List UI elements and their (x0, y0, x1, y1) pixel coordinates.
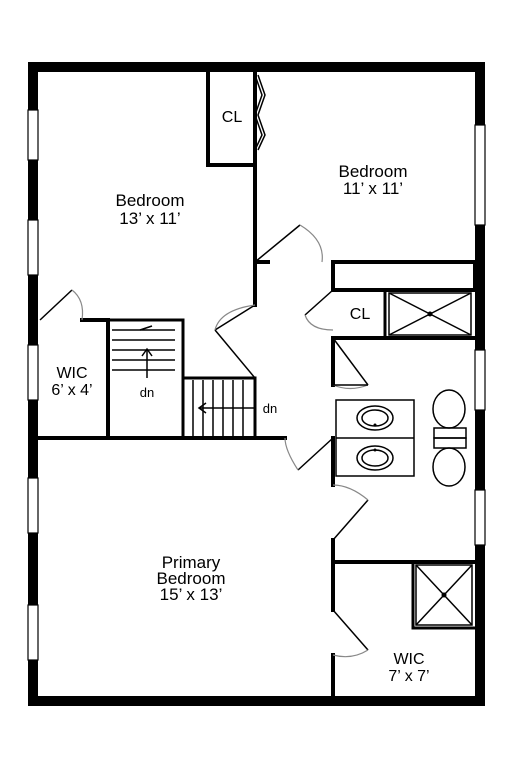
stair-down-label: dn (140, 385, 154, 400)
vanity (335, 399, 415, 477)
window (474, 489, 486, 546)
room-label-primary-line1: Primary (162, 553, 221, 572)
room-label-wic-left: WIC (56, 365, 87, 382)
shower-stall (388, 292, 472, 336)
window (474, 124, 486, 226)
doors (39, 224, 369, 658)
window (27, 477, 39, 534)
room-size-bedroom-left: 13’ x 11’ (119, 209, 180, 228)
door-leaf (332, 609, 369, 651)
door-leaf (332, 499, 369, 541)
window (27, 109, 39, 161)
room-size-wic-left: 6’ x 4’ (51, 382, 92, 399)
door-leaf (214, 304, 256, 331)
window (474, 349, 486, 411)
room-label-bedroom-right: Bedroom (339, 162, 408, 181)
door-leaf (39, 289, 73, 321)
room-size-primary: 15’ x 13’ (160, 585, 223, 604)
staircase (112, 325, 255, 436)
door-leaf (214, 329, 256, 379)
window (27, 344, 39, 401)
door-leaf (254, 224, 301, 263)
room-size-bedroom-right: 11’ x 11’ (343, 179, 403, 198)
closet-bifold-door (254, 74, 263, 151)
room-size-wic-right: 7’ x 7’ (388, 668, 429, 685)
window (27, 604, 39, 661)
toilet (432, 389, 467, 439)
windows (27, 109, 486, 661)
door-leaf (332, 337, 369, 386)
stair-down-label: dn (263, 401, 277, 416)
room-label-primary-line2: Bedroom (157, 569, 226, 588)
shower-stall (415, 564, 473, 626)
door-leaf (304, 289, 334, 316)
room-label-closet-mid: CL (350, 306, 371, 323)
room-label-closet-top: CL (222, 109, 243, 126)
toilet (432, 437, 467, 487)
room-label-wic-right: WIC (393, 651, 424, 668)
door-leaf (297, 437, 334, 471)
interior-walls (36, 70, 477, 703)
window (27, 219, 39, 276)
room-label-bedroom-left: Bedroom (116, 191, 185, 210)
